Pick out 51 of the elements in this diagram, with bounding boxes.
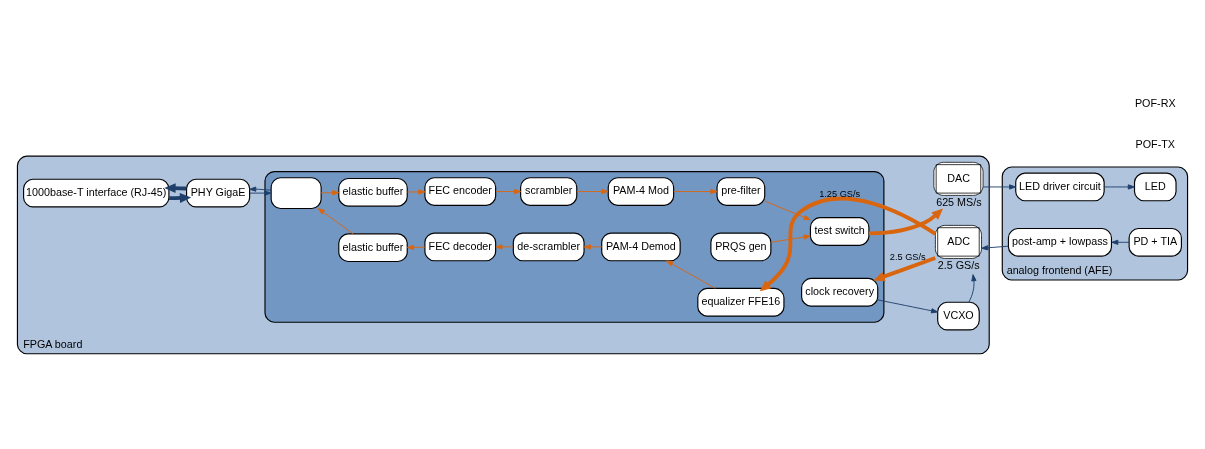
node-box: clock recovery (801, 277, 879, 307)
arrow (583, 243, 603, 249)
arrow (249, 190, 272, 196)
node-box: test switch (809, 216, 870, 246)
node-box: de-scrambler (512, 232, 585, 261)
arrow (877, 298, 939, 313)
arrow (495, 188, 521, 194)
edge-label: 1.25 GS/s (819, 188, 861, 199)
label: POF-RX (1134, 96, 1176, 109)
node-box: PAM-4 Demod (601, 232, 681, 261)
node-box: elastic buffer (338, 232, 408, 262)
node-box: post-amp + lowpass (1007, 227, 1113, 257)
node-box (270, 176, 322, 209)
arrow (982, 183, 1017, 190)
node-box: LED driver circuit (1015, 172, 1105, 201)
arrow (759, 196, 937, 291)
node-box: PRQS gen (710, 232, 772, 261)
arrow (406, 188, 426, 195)
arrow (869, 207, 944, 235)
arrow (968, 273, 977, 303)
node-box: FEC encoder (424, 176, 497, 206)
arrow (1103, 183, 1135, 190)
arrow (317, 207, 354, 234)
node-box: equalizer FFE16 (697, 287, 785, 317)
node-box: PD + TIA (1128, 227, 1182, 257)
arrow (576, 188, 609, 194)
node-box: scrambler (520, 176, 578, 206)
node-label: 2.5 GS/s (937, 258, 980, 271)
node-box: elastic buffer (338, 177, 408, 207)
label: POF-TX (1135, 137, 1175, 150)
node-box: PHY GigaE (186, 178, 251, 207)
arrow (981, 244, 1009, 250)
arrow (666, 259, 716, 289)
arrow (673, 188, 718, 194)
arrow (169, 192, 192, 203)
arrow (320, 189, 340, 195)
arrow (495, 243, 514, 249)
arrow (873, 255, 936, 281)
edge-label: 2.5 GS/s (889, 251, 926, 262)
arrow (406, 244, 426, 250)
node-box: VCXO (937, 301, 980, 330)
node-box: PAM-4 Mod (607, 176, 675, 206)
arrow (249, 186, 272, 192)
arrow (1111, 239, 1130, 245)
arrow (764, 200, 811, 220)
node-box: pre-filter (716, 176, 766, 206)
node-label: 625 MS/s (936, 195, 982, 208)
node-box: FEC decoder (424, 232, 497, 261)
arrow (770, 233, 811, 243)
node-box: 1000base-T interface (RJ-45) (23, 178, 170, 207)
node-box: LED (1133, 172, 1177, 201)
